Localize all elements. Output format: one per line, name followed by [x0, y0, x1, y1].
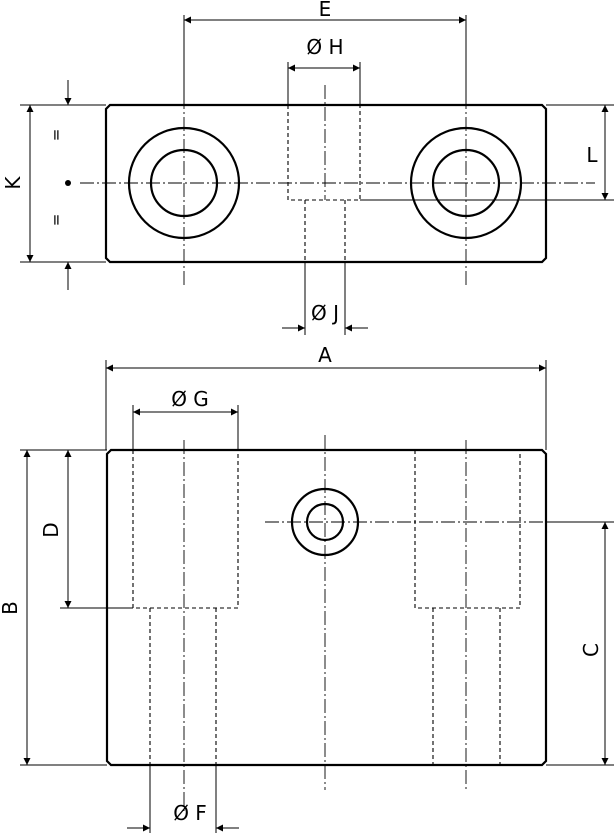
top-view: E Ø H K = = L Ø J — [1, 0, 614, 335]
top-body-outline — [104, 103, 548, 264]
hidden-hole-h — [287, 105, 361, 262]
dim-c-label: C — [579, 643, 603, 657]
dim-eq-bottom: = — [47, 214, 65, 227]
top-centerlines — [80, 85, 595, 285]
hidden-hole-left — [132, 450, 239, 765]
front-centerlines — [183, 435, 600, 812]
dim-b-label: B — [0, 601, 22, 615]
dim-f-label: Ø F — [173, 801, 207, 825]
dim-k-label: K — [1, 176, 25, 190]
front-body-outline — [105, 448, 548, 767]
dim-h-label: Ø H — [306, 35, 343, 59]
dim-eq-top: = — [47, 129, 65, 142]
dim-j-label: Ø J — [311, 301, 339, 325]
dim-g-label: Ø G — [171, 387, 209, 411]
front-view: A Ø G D B C Ø F — [0, 343, 614, 833]
dim-d-label: D — [39, 522, 63, 537]
dim-e-label: E — [319, 0, 332, 21]
dim-a-label: A — [318, 343, 332, 367]
dim-l-label: L — [586, 143, 598, 167]
hidden-hole-right — [414, 450, 521, 765]
